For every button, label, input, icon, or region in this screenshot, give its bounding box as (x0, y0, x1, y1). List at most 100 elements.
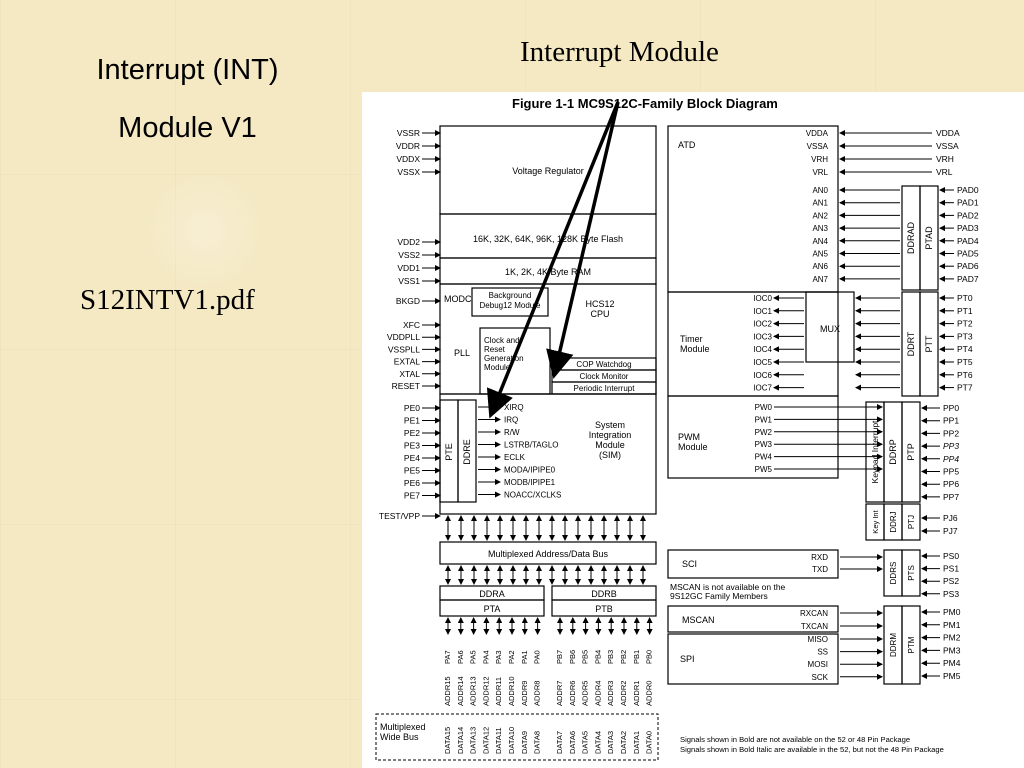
ioc-label: IOC6 (753, 371, 772, 380)
ioc-label: IOC4 (753, 345, 772, 354)
pe-pin: PE0 (404, 403, 420, 413)
pj-label: PJ7 (943, 526, 958, 536)
sim-signal-label: LSTRB/TAGLO (504, 441, 559, 450)
data-a-label: DATA8 (533, 731, 542, 754)
power-pin: VDDR (396, 141, 420, 151)
ptad-block (919, 185, 939, 291)
pe-pin: PE4 (404, 453, 420, 463)
timer-label-line-0: Timer (680, 334, 703, 344)
addr-b-label: ADDR4 (593, 681, 602, 706)
ddrb-label: DDRB (591, 589, 617, 599)
clock-monitor-label: Clock Monitor (580, 372, 629, 381)
ddrm-label: DDRM (889, 633, 898, 657)
block-diagram: Figure 1-1 MC9S12C-Family Block DiagramV… (375, 96, 979, 761)
ptb-label: PTB (595, 604, 613, 614)
pt-label: PT1 (957, 306, 973, 316)
mux-wide-label-line-1: Wide Bus (380, 732, 419, 742)
sim-label-line-0: System (595, 420, 625, 430)
pad-label: PAD7 (957, 274, 979, 284)
flash-pin: VSS2 (398, 250, 420, 260)
addr-b-label: ADDR0 (645, 681, 654, 706)
addr-b-label: ADDR1 (632, 681, 641, 706)
ptt-label: PTT (924, 335, 934, 353)
pts-block (901, 549, 921, 597)
pe-pin: PE5 (404, 466, 420, 476)
bdm-label-line-1: Debug12 Module (480, 301, 541, 310)
clock-pin: VSSPLL (388, 344, 420, 354)
pb-pin-label: PB0 (645, 650, 654, 664)
data-a-label: DATA15 (443, 727, 452, 754)
keyint-label: Key Int (871, 509, 880, 533)
sim-label-line-1: Integration (589, 430, 632, 440)
ptp-block (901, 401, 921, 503)
pte-label: PTE (444, 443, 454, 461)
clock-pin: XTAL (399, 369, 420, 379)
data-b-label: DATA7 (555, 731, 564, 754)
atd-in-label: VRH (811, 155, 828, 164)
atd-out-label: VRL (936, 167, 953, 177)
addr-a-label: ADDR9 (520, 681, 529, 706)
addr-b-label: ADDR3 (606, 681, 615, 706)
ioc-label: IOC2 (753, 320, 772, 329)
spi-signal: MISO (808, 635, 828, 644)
pt-label: PT0 (957, 293, 973, 303)
pwm-label-line-0: PWM (678, 432, 700, 442)
pt-label: PT6 (957, 370, 973, 380)
pt-label: PT5 (957, 357, 973, 367)
addr-b-label: ADDR7 (555, 681, 564, 706)
data-a-label: DATA9 (520, 731, 529, 754)
sim-signal-label: ECLK (504, 453, 526, 462)
pad-label: PAD1 (957, 198, 979, 208)
pb-pin-label: PB5 (581, 650, 590, 664)
pw-label: PW2 (755, 428, 773, 437)
ddrad-label: DDRAD (906, 222, 916, 255)
pw-label: PW5 (755, 465, 773, 474)
pa-pin-label: PA5 (469, 650, 478, 664)
pp-label: PP3 (943, 441, 959, 451)
pwm-label-line-1: Module (678, 442, 708, 452)
modc-label: MODC (444, 294, 472, 304)
data-a-label: DATA13 (469, 727, 478, 754)
pb-pin-label: PB3 (606, 650, 615, 664)
sci-signal: RXD (811, 553, 828, 562)
sim-label-line-2: Module (595, 440, 625, 450)
mscan-note-line-1: 9S12GC Family Members (670, 591, 768, 601)
ptj-label: PTJ (907, 515, 916, 529)
sim-label-line-3: (SIM) (599, 450, 621, 460)
mscan-label: MSCAN (682, 615, 715, 625)
an-label: AN3 (812, 224, 828, 233)
pm-label: PM5 (943, 671, 961, 681)
pll-label: PLL (454, 348, 470, 358)
pt-label: PT3 (957, 331, 973, 341)
pe-pin: PE3 (404, 441, 420, 451)
ram-label: 1K, 2K, 4K Byte RAM (505, 267, 591, 277)
mscan-signal: RXCAN (800, 609, 828, 618)
data-b-label: DATA3 (606, 731, 615, 754)
pb-pin-label: PB4 (593, 650, 602, 664)
ddrp-label: DDRP (888, 439, 898, 465)
footnote: Signals shown in Bold Italic are availab… (680, 745, 944, 754)
keypad-label: Keypad Interrupt (870, 420, 880, 483)
mscan-signal: TXCAN (801, 622, 828, 631)
pw-label: PW1 (755, 415, 773, 424)
callout-label: Interrupt Module (520, 36, 719, 68)
clock-pin: VDDPLL (387, 332, 420, 342)
data-b-label: DATA1 (632, 731, 641, 754)
sim-signal-label: R/W (504, 428, 520, 437)
atd-in-label: VRL (812, 168, 828, 177)
pw-label: PW0 (755, 403, 773, 412)
an-label: AN0 (812, 186, 828, 195)
flash-pin: VSS1 (398, 276, 420, 286)
ioc-label: IOC0 (753, 294, 772, 303)
mscan-block (667, 605, 839, 633)
pt-label: PT4 (957, 344, 973, 354)
ptt-block (919, 291, 939, 397)
pa-pin-label: PA4 (481, 650, 490, 664)
sci-signal: TXD (812, 565, 828, 574)
an-label: AN4 (812, 237, 828, 246)
pe-pin: PE1 (404, 416, 420, 426)
pe-pin: PE6 (404, 478, 420, 488)
an-label: AN5 (812, 250, 828, 259)
ps-label: PS2 (943, 576, 959, 586)
pm-label: PM3 (943, 645, 961, 655)
